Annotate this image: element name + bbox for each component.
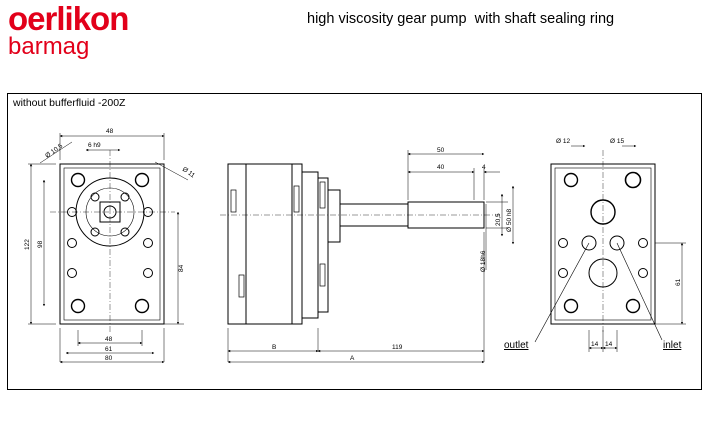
dim-label: 119 — [392, 344, 403, 351]
dim-label: Ø 15 — [610, 138, 624, 145]
flange-bolt — [90, 227, 100, 237]
mounting-hole — [134, 298, 150, 314]
dim-label: 84 — [178, 264, 185, 272]
rear-side-bolt — [638, 268, 648, 278]
side-bolt-mark — [230, 189, 237, 213]
side-bolt — [67, 238, 77, 248]
dim-label: 61 — [675, 278, 682, 286]
dim-label: 50 — [437, 147, 445, 154]
side-neck — [327, 189, 341, 243]
rear-side-bolt — [558, 268, 568, 278]
rear-view — [534, 144, 686, 352]
side-bolt-mark — [293, 185, 300, 213]
dim-label: B — [272, 344, 276, 351]
rear-mounting-hole — [563, 172, 579, 188]
rear-mounting-hole — [625, 298, 641, 314]
rear-mounting-hole — [624, 171, 642, 189]
side-bolt — [67, 207, 77, 217]
rear-mounting-hole — [563, 298, 579, 314]
rear-view-dimensions: Ø 12 Ø 15 61 14 14 outlet inlet — [504, 138, 682, 351]
front-body-outline — [59, 163, 165, 325]
outlet-label: outlet — [504, 340, 529, 351]
mounting-hole — [70, 172, 86, 188]
dim-label: Ø 50 h8 — [506, 208, 513, 232]
front-view — [28, 133, 189, 364]
side-bolt-mark — [319, 181, 326, 209]
rear-side-bolt — [558, 238, 568, 248]
mounting-hole — [70, 298, 86, 314]
dim-label: 98 — [37, 240, 44, 248]
side-view-dimensions: 50 40 4 20,5 Ø 50 h8 Ø 18h6 B 119 A — [272, 147, 513, 362]
dim-label: 14 — [605, 341, 613, 348]
side-view — [220, 150, 515, 364]
side-bolt-mark — [319, 263, 326, 287]
dim-label: 14 — [591, 341, 599, 348]
drawing-frame — [7, 93, 702, 390]
dim-label: 6 h9 — [88, 142, 101, 149]
front-shaft-center — [103, 205, 117, 219]
rear-side-bolt — [638, 238, 648, 248]
side-bolt — [67, 268, 77, 278]
dim-label: Ø 12 — [556, 138, 570, 145]
dim-label: 122 — [24, 239, 31, 250]
front-shaft-bore — [85, 187, 135, 237]
side-bolt — [143, 207, 153, 217]
brand-name: oerlikon — [8, 0, 129, 37]
side-gear-housing — [245, 163, 293, 325]
inlet-leader-line — [616, 242, 663, 341]
side-rear-plate — [291, 163, 303, 325]
dim-label: 80 — [105, 355, 113, 362]
oerlikon-barmag-logo: oerlikon barmag — [8, 0, 129, 60]
dim-label: Ø 18h6 — [480, 250, 487, 272]
rear-center-hole — [590, 199, 616, 225]
front-shaft-square — [99, 201, 121, 223]
flange-bolt — [120, 227, 130, 237]
side-front-plate — [227, 163, 247, 325]
page-title: high viscosity gear pump with shaft seal… — [307, 11, 615, 27]
outlet-port — [581, 235, 597, 251]
flange-bolt — [120, 192, 130, 202]
side-bolt — [143, 238, 153, 248]
side-bolt-mark — [238, 274, 245, 298]
dim-label: 48 — [105, 336, 113, 343]
front-body-inner — [63, 167, 161, 321]
inlet-label: inlet — [663, 340, 682, 351]
dim-label: 61 — [105, 346, 113, 353]
side-bolt — [143, 268, 153, 278]
outlet-leader-line — [534, 242, 590, 343]
inlet-port — [609, 235, 625, 251]
dim-label: Ø 10,5 — [44, 142, 64, 159]
flange-bolt — [90, 192, 100, 202]
dim-label: 48 — [106, 128, 114, 135]
side-seal-housing — [317, 177, 329, 313]
brand-division: barmag — [8, 33, 90, 60]
rear-bottom-circle — [588, 258, 618, 288]
dim-label: 20,5 — [495, 213, 502, 226]
dim-label: 4 — [482, 164, 486, 171]
side-flange — [301, 171, 319, 319]
dim-label: 40 — [437, 164, 445, 171]
variant-label: without bufferfluid -200Z — [13, 97, 126, 109]
dim-label: A — [350, 355, 355, 362]
mounting-hole — [134, 172, 150, 188]
